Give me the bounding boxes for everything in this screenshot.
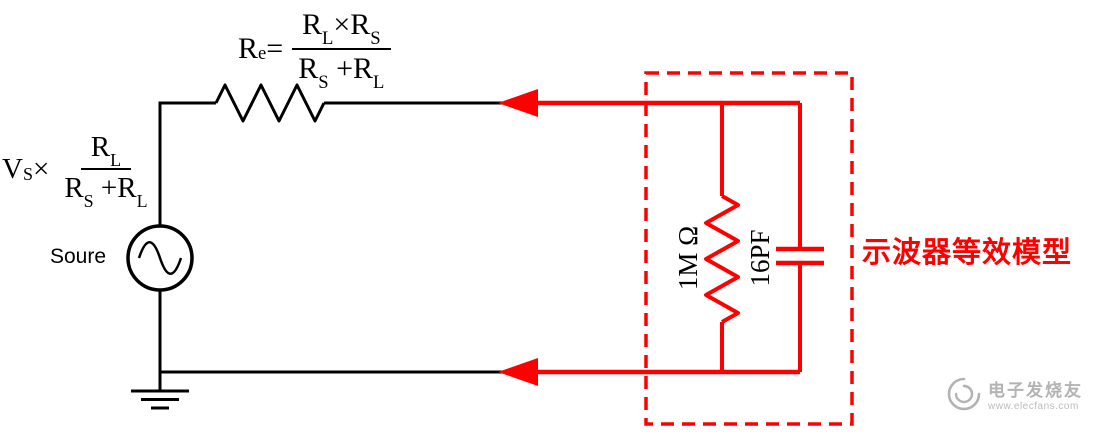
source-label: Soure: [50, 245, 107, 268]
ground-icon: [131, 372, 189, 410]
re-base: R: [238, 31, 259, 65]
vs-base: V: [2, 152, 23, 185]
source-resistor-icon: [214, 83, 326, 123]
re-numerator: RL×RS: [291, 10, 391, 50]
re-subscript: e: [258, 42, 267, 64]
scope-model-box: [644, 71, 854, 426]
elecfans-logo-icon: [947, 377, 981, 411]
vs-fraction: RL RS +RL: [54, 133, 157, 212]
re-fraction: RL×RS RS +RL: [288, 10, 394, 94]
capacitor-value-label: 16PF: [745, 229, 775, 286]
scope-model-label: 示波器等效模型: [862, 237, 1073, 269]
vs-times: ×: [32, 152, 50, 185]
re-denominator: RS +RL: [298, 51, 385, 94]
re-equals: =: [266, 31, 284, 65]
vs-denominator: RS +RL: [64, 172, 148, 212]
watermark-text: 电子发烧友 www.elecfans.com: [988, 376, 1083, 412]
watermark-url: www.elecfans.com: [988, 401, 1079, 412]
vs-numerator: RL: [80, 133, 132, 171]
vs-subscript: S: [22, 164, 33, 185]
ac-sine-wave-icon: [137, 241, 183, 275]
watermark-brand: 电子发烧友: [988, 381, 1083, 400]
resistor-value-label: 1M Ω: [673, 226, 703, 290]
probe-bottom-arrow-icon: [498, 358, 538, 386]
probe-top-arrow-icon: [498, 89, 538, 117]
watermark: 电子发烧友 www.elecfans.com: [946, 376, 1083, 412]
wire-top-left: [158, 101, 216, 226]
scope-resistor-icon: [704, 194, 740, 324]
